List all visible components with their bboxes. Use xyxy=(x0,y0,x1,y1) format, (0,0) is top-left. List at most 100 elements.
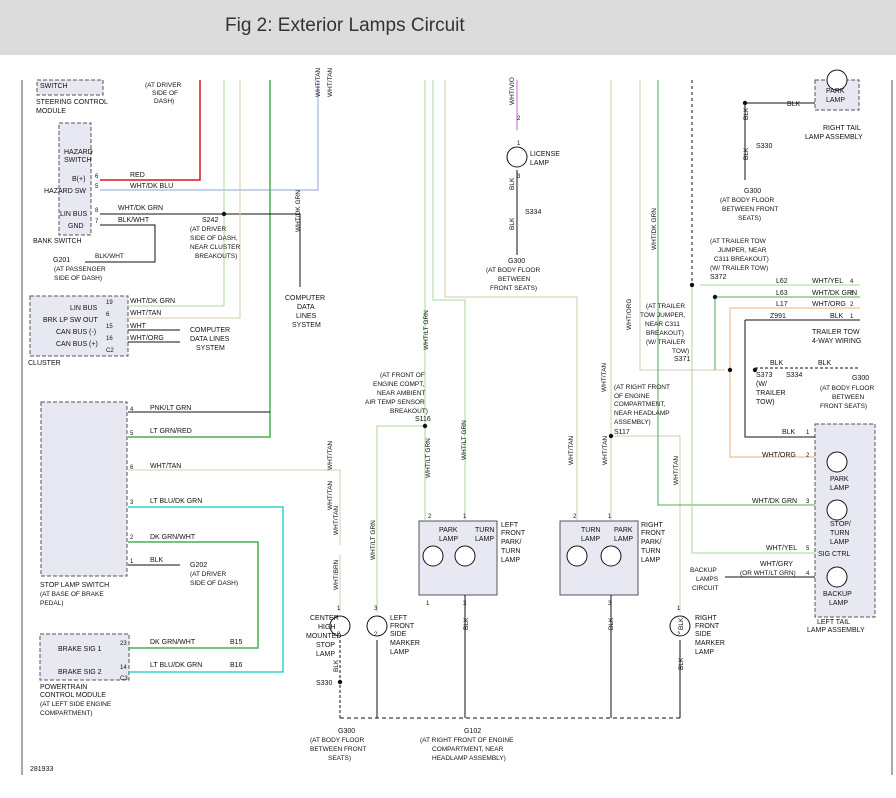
label-t258: 1 xyxy=(426,601,430,607)
label-t237: LAMP xyxy=(829,600,848,607)
label-t256: 1 xyxy=(677,606,681,612)
label-t229: SIG CTRL xyxy=(818,551,850,558)
label-t112: MARKER xyxy=(390,640,420,647)
powertrain-module-box xyxy=(39,633,130,681)
label-t235: CIRCUIT xyxy=(692,585,718,592)
label-t223: 3 xyxy=(806,499,810,505)
label-t150: PARK xyxy=(614,527,633,534)
lamp-bulb-icon xyxy=(669,615,691,637)
label-t226: LAMP xyxy=(830,539,849,546)
label-t187: Z991 xyxy=(770,313,786,320)
label-t205: BLK xyxy=(770,360,784,367)
label-t216: BLK xyxy=(782,429,796,436)
label-t70: STOP LAMP SWITCH xyxy=(40,582,109,589)
label-t149: LAMP xyxy=(581,536,600,543)
lamp-bulb-icon xyxy=(422,545,444,567)
label-t26: BREAKOUTS) xyxy=(195,253,237,260)
label-t27: BLK/WHT xyxy=(95,253,124,260)
label-t22: S242 xyxy=(202,217,218,224)
label-t12: GND xyxy=(68,223,84,230)
label-t227: WHT/YEL xyxy=(766,545,797,552)
label-t204: S371 xyxy=(674,356,690,363)
label-t90: MOUNTED xyxy=(306,633,341,640)
label-t72: PEDAL) xyxy=(40,600,63,607)
label-t246: 1 xyxy=(608,514,612,520)
label-t211: S334 xyxy=(786,372,802,379)
label-t159: RIGHT xyxy=(695,615,718,622)
lamp-bulb-icon xyxy=(826,451,848,473)
label-t232: 4 xyxy=(806,571,810,577)
label-t16: 8 xyxy=(95,208,99,214)
label-t192: 4 xyxy=(850,279,854,285)
label-t5: SIDE OF xyxy=(152,90,178,97)
label-t53: DATA LINES xyxy=(190,336,230,343)
label-t143: NEAR HEADLAMP xyxy=(614,410,670,417)
label-t71: (AT BASE OF BRAKE xyxy=(40,591,104,598)
hazard-switch-box xyxy=(58,122,92,236)
label-t59: 2 xyxy=(130,535,134,541)
splice-dot xyxy=(712,294,718,300)
label-t201: BREAKOUT) xyxy=(646,330,684,337)
wire-wht-tan-marker xyxy=(611,435,681,612)
label-t1: SWITCH xyxy=(40,83,68,90)
label-t245: 2 xyxy=(573,514,577,520)
label-t147: WHT/TAN xyxy=(602,436,609,465)
splice-dot xyxy=(422,423,428,429)
label-t99: WHT/LT GRN xyxy=(423,310,430,350)
label-t116: TURN xyxy=(475,527,494,534)
label-t162: MARKER xyxy=(695,640,725,647)
label-t206: BLK xyxy=(818,360,832,367)
label-t163: LAMP xyxy=(695,649,714,656)
label-t168: LAMP xyxy=(826,97,845,104)
label-t184: L62 xyxy=(776,278,788,285)
label-t130: LICENSE xyxy=(530,151,560,158)
label-t157: BLK xyxy=(678,617,685,630)
label-t131: LAMP xyxy=(530,160,549,167)
lamp-bulb-icon xyxy=(566,545,588,567)
label-t193: 3 xyxy=(850,291,854,297)
label-t109: LEFT xyxy=(390,615,408,622)
label-t156: LAMP xyxy=(641,557,660,564)
label-t136: (AT BODY FLOOR xyxy=(486,267,540,274)
label-t125: G102 xyxy=(464,728,481,735)
label-t144: ASSEMBLY) xyxy=(614,419,651,426)
label-t69: SIDE OF DASH) xyxy=(190,580,238,587)
label-t79: LT BLU/DK GRN xyxy=(150,662,202,669)
label-t139: WHT/TAN xyxy=(601,363,608,392)
label-t105: S116 xyxy=(415,416,431,423)
label-t218: WHT/ORG xyxy=(762,452,796,459)
wire-wht-tan-3 xyxy=(444,80,578,520)
wire-blk-wht xyxy=(85,224,156,263)
label-t58: 3 xyxy=(130,500,134,506)
label-t191: BLK xyxy=(830,313,844,320)
label-t175: G300 xyxy=(744,188,761,195)
label-t29: (AT PASSENGER xyxy=(54,266,106,273)
label-t228: 5 xyxy=(806,546,810,552)
label-t121: TURN xyxy=(501,548,520,555)
marks xyxy=(221,69,848,685)
figure-header: Fig 2: Exterior Lamps Circuit xyxy=(0,0,896,55)
label-t114: PARK xyxy=(439,527,458,534)
label-t134: BLK xyxy=(509,217,516,230)
label-t177: BETWEEN FRONT xyxy=(722,206,778,213)
wire-wht-dk-grn-computer xyxy=(100,213,301,287)
steering-control-module-box xyxy=(36,79,104,96)
wire-dk-grn-wht xyxy=(128,541,259,649)
label-t248: 3 xyxy=(608,601,612,607)
label-t31: WHT/DK GRN xyxy=(295,190,302,232)
label-t233: BACKUP xyxy=(690,567,717,574)
label-t113: LAMP xyxy=(390,649,409,656)
label-t224: STOP/ xyxy=(830,521,851,528)
label-t102: NEAR AMBIENT xyxy=(377,390,425,397)
label-t56: 5 xyxy=(130,431,134,437)
label-t66: BLK xyxy=(150,557,164,564)
label-t255: 2 xyxy=(337,632,341,638)
label-t7: HAZARD xyxy=(64,149,93,156)
label-t124: BLK xyxy=(608,617,615,630)
label-t11: LIN BUS xyxy=(60,211,88,218)
stop-lamp-switch-box xyxy=(40,401,128,577)
label-t6: DASH) xyxy=(154,98,174,105)
label-t83: CONTROL MODULE xyxy=(40,692,106,699)
label-t122: LAMP xyxy=(501,557,520,564)
